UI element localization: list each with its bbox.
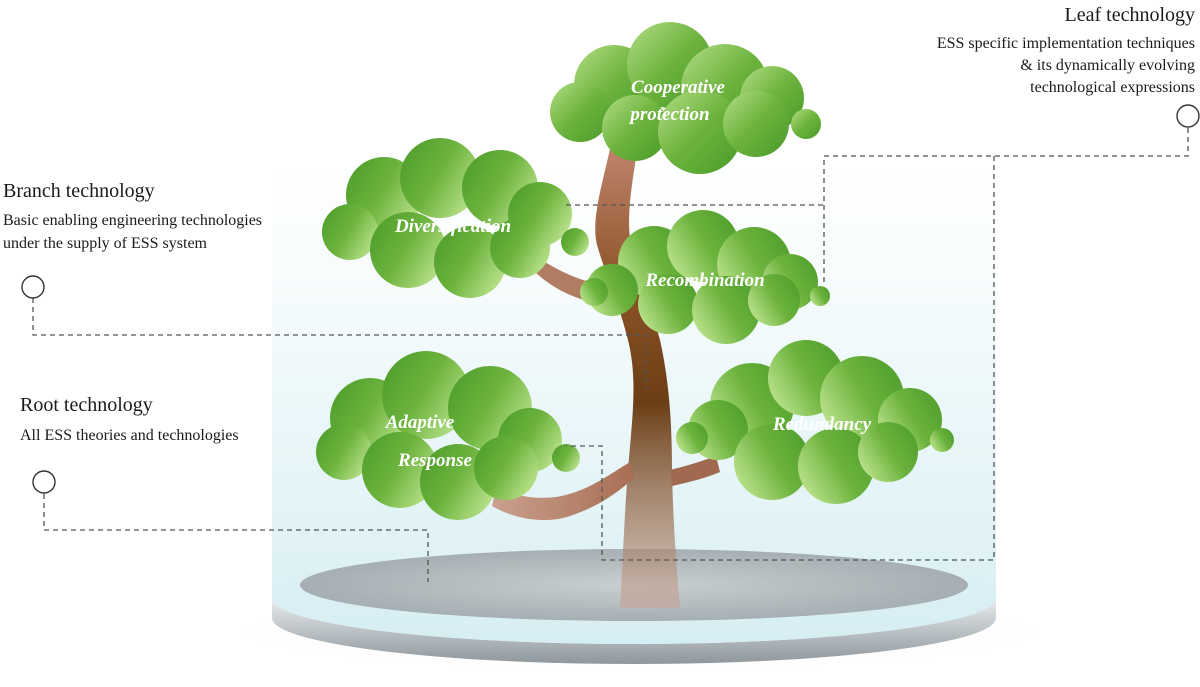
root-technology-title: Root technology xyxy=(20,394,153,416)
root-technology-desc-1: All ESS theories and technologies xyxy=(20,427,239,444)
node-cooperative-line1: Cooperative xyxy=(631,77,725,98)
node-diversification: Diversification xyxy=(394,216,511,237)
leaf-technology-desc-3: technological expressions xyxy=(1030,79,1195,96)
cloud-cooperative xyxy=(550,22,821,174)
branch-technology-desc-1: Basic enabling engineering technologies xyxy=(3,212,262,229)
node-adaptive-line2: Response xyxy=(397,450,472,471)
branch-right-lower xyxy=(670,456,720,486)
branch-left-lower xyxy=(492,462,634,521)
branch-connector-icon xyxy=(21,275,45,299)
cloud-redundancy xyxy=(676,340,954,504)
branch-leader-line xyxy=(32,298,647,390)
cloud-diversification xyxy=(322,138,589,298)
tree-trunk xyxy=(595,120,680,608)
node-cooperative-line2: protection xyxy=(628,104,709,125)
node-redundancy: Redundancy xyxy=(772,414,872,435)
leaf-connector-icon xyxy=(1176,104,1200,128)
branch-technology-desc-2: under the supply of ESS system xyxy=(3,235,208,252)
root-connector-icon xyxy=(32,470,56,494)
root-leader-line xyxy=(43,494,429,582)
leaf-technology-title: Leaf technology xyxy=(1065,4,1196,26)
leaf-technology-desc-1: ESS specific implementation techniques xyxy=(937,35,1195,52)
leaf-technology-desc-2: & its dynamically evolving xyxy=(1020,57,1195,74)
node-recombination: Recombination xyxy=(644,270,764,291)
node-adaptive-line1: Adaptive xyxy=(385,412,455,433)
cloud-adaptive xyxy=(316,351,580,520)
cloud-recombination xyxy=(580,210,830,344)
leaf-leader-lines xyxy=(566,128,1189,561)
branch-technology-title: Branch technology xyxy=(3,180,155,202)
